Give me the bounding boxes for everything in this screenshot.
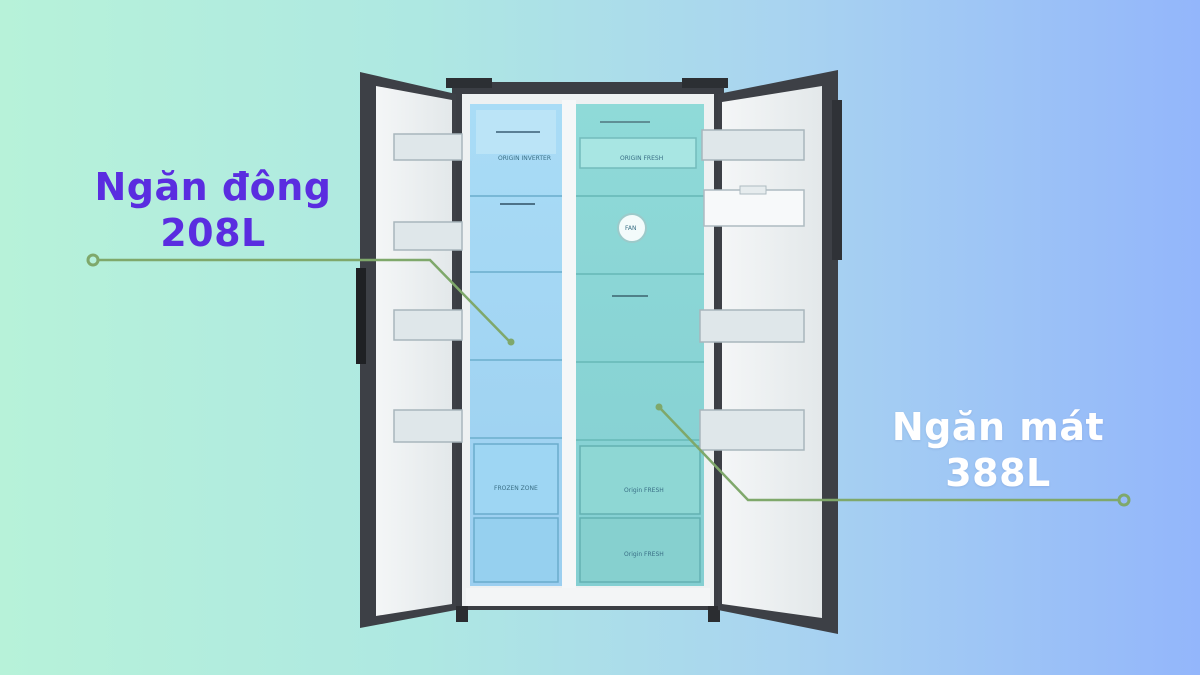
freezer-name: Ngăn đông	[94, 165, 332, 209]
fridge-callout	[655, 403, 1131, 507]
freezer-drawer-label: FROZEN ZONE	[494, 485, 538, 492]
freezer-drawer-upper	[473, 443, 559, 515]
top-hinge-left	[446, 78, 492, 88]
fridge-label: Ngăn mát 388L	[868, 404, 1128, 496]
fridge-drawer-lower	[579, 517, 701, 583]
fan-dial	[617, 213, 647, 243]
fridge-capacity: 388L	[945, 451, 1051, 495]
left-door-bins	[393, 133, 463, 443]
water-dispenser	[703, 189, 805, 227]
foot-left	[456, 606, 468, 622]
foot-right	[708, 606, 720, 622]
freezer-callout	[86, 253, 515, 346]
freezer-capacity: 208L	[160, 211, 266, 255]
freezer-top-label: ORIGIN INVERTER	[498, 155, 551, 162]
dial-label: FAN	[625, 225, 637, 232]
freezer-drawer-lower	[473, 517, 559, 583]
freezer-shelves	[470, 195, 562, 439]
left-door-handle	[356, 268, 366, 364]
fridge-name: Ngăn mát	[891, 405, 1105, 449]
right-door-edge	[832, 100, 842, 260]
fridge-drawer-1-label: Origin FRESH	[624, 487, 664, 494]
freezer-label: Ngăn đông 208L	[78, 164, 348, 256]
left-door-liner	[376, 86, 452, 616]
fridge-shelves	[576, 195, 704, 441]
right-door-bins	[699, 129, 805, 451]
fridge-drawer-upper	[579, 445, 701, 515]
fridge-top-module	[579, 137, 697, 169]
fridge-drawer-2-label: Origin FRESH	[624, 551, 664, 558]
center-divider	[562, 100, 576, 590]
fridge-top-label: ORIGIN FRESH	[620, 155, 663, 162]
cabinet-base	[466, 588, 710, 606]
top-hinge-right	[682, 78, 728, 88]
right-door-liner	[722, 86, 822, 618]
